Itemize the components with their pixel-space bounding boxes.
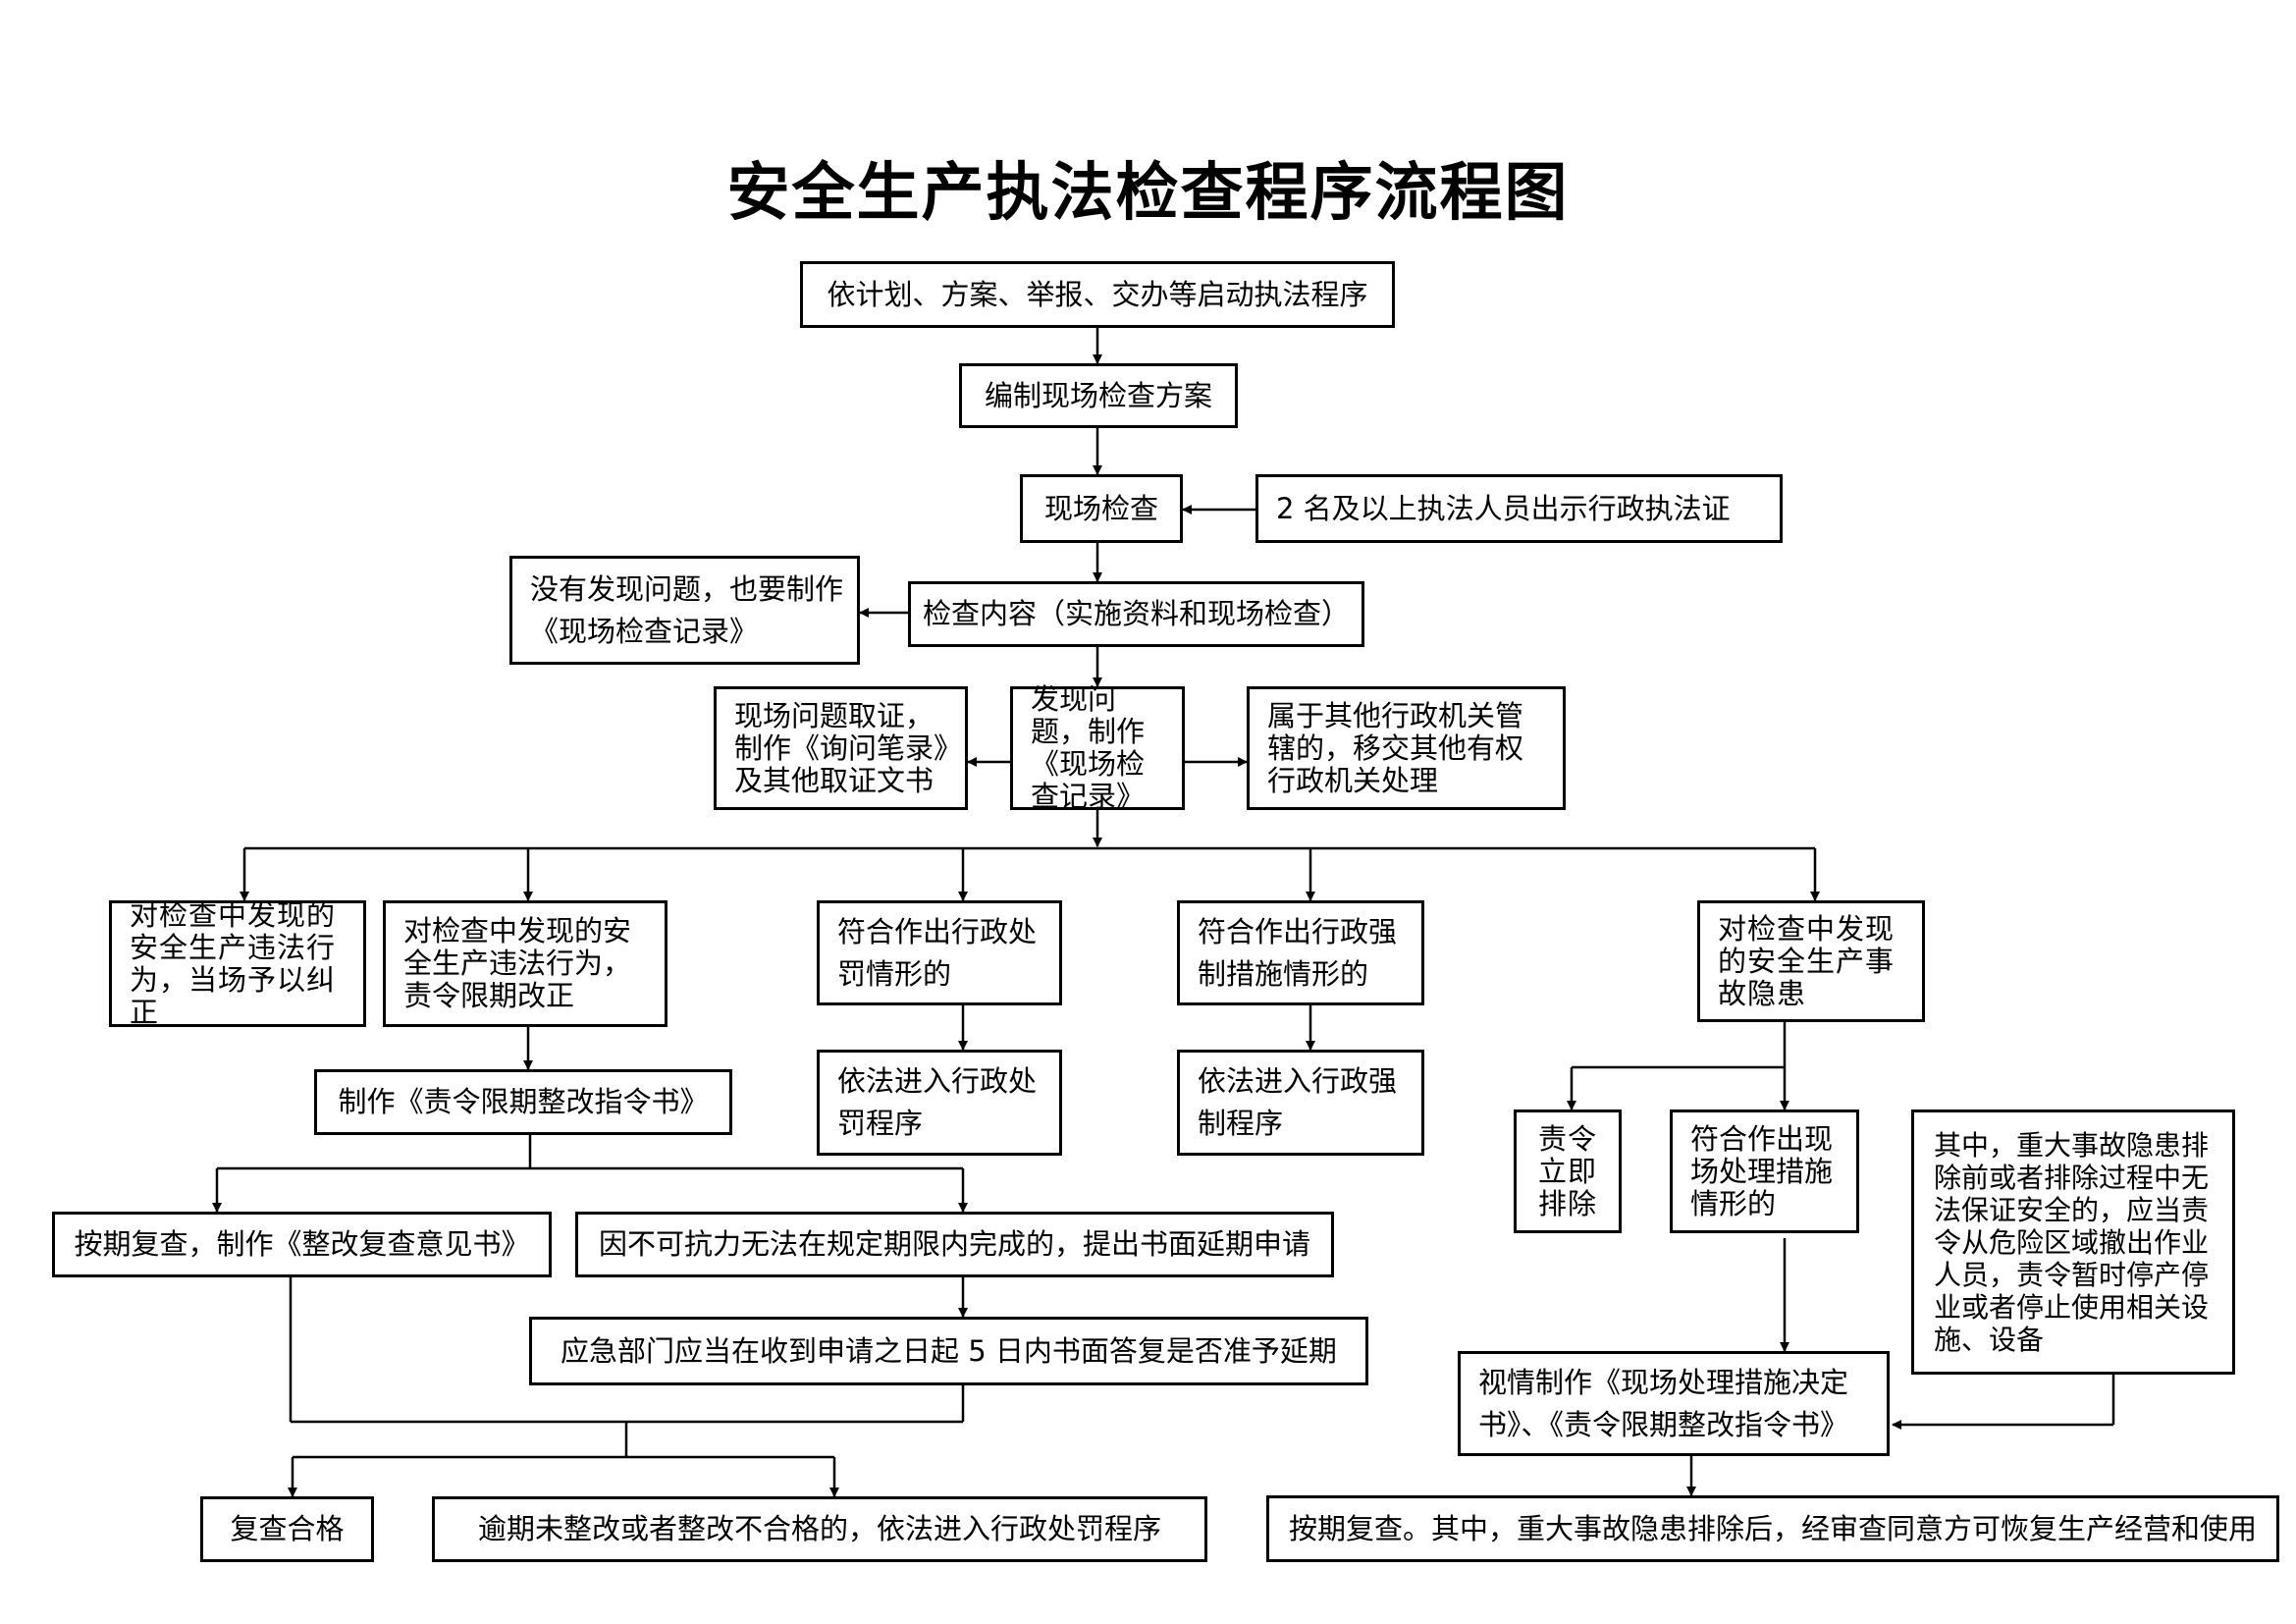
hazard-node: 对检查中发现的安全生产事故隐患 [1697,900,1925,1022]
recheck-node: 按期复查，制作《整改复查意见书》 [52,1212,552,1277]
order-doc-node: 制作《责令限期整改指令书》 [314,1069,732,1135]
onsite-measure-node: 符合作出现场处理措施情形的 [1670,1110,1859,1233]
delay-request-node: 因不可抗力无法在规定期限内完成的，提出书面延期申请 [575,1212,1334,1277]
transfer-node: 属于其他行政机关管辖的，移交其他有权行政机关处理 [1247,686,1566,810]
decision-doc-node: 视情制作《现场处理措施决定书》、《责令限期整改指令书》 [1458,1351,1890,1456]
final-recheck-node: 按期复查。其中，重大事故隐患排除后，经审查同意方可恢复生产经营和使用 [1266,1495,2279,1562]
no-problem-node: 没有发现问题，也要制作《现场检查记录》 [509,556,860,665]
coercive-proc-node: 依法进入行政强制程序 [1177,1050,1424,1156]
content-node: 检查内容（实施资料和现场检查） [908,581,1364,647]
correct-limit-node: 对检查中发现的安全生产违法行为，责令限期改正 [383,900,667,1027]
major-hazard-node: 其中，重大事故隐患排除前或者排除过程中无法保证安全的，应当责令从危险区域撤出作业… [1911,1110,2235,1375]
correct-now-node: 对检查中发现的安全生产违法行为，当场予以纠正 [109,898,366,1028]
delay-reply-node: 应急部门应当在收到申请之日起 5 日内书面答复是否准予延期 [529,1317,1368,1385]
overdue-node: 逾期未整改或者整改不合格的，依法进入行政处罚程序 [432,1496,1207,1562]
eliminate-node: 责令立即排除 [1514,1110,1622,1233]
coercive-case-node: 符合作出行政强制措施情形的 [1177,900,1424,1005]
evidence-node: 现场问题取证，制作《询问笔录》及其他取证文书 [714,686,968,810]
penalty-case-node: 符合作出行政处罚情形的 [817,900,1062,1005]
found-node: 发现问题，制作《现场检查记录》 [1010,683,1185,813]
plan-node: 编制现场检查方案 [959,363,1238,428]
officers-node: 2 名及以上执法人员出示行政执法证 [1255,474,1783,543]
start-node: 依计划、方案、举报、交办等启动执法程序 [800,261,1395,328]
penalty-proc-node: 依法进入行政处罚程序 [817,1050,1062,1156]
pass-node: 复查合格 [200,1496,374,1562]
page-title: 安全生产执法检查程序流程图 [726,157,1570,230]
inspect-node: 现场检查 [1020,474,1183,543]
